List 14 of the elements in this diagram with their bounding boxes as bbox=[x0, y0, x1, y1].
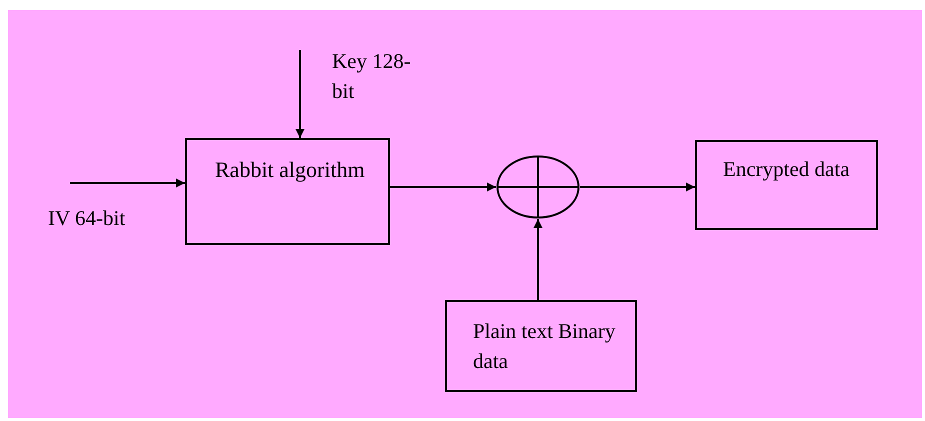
input-label: IV 64-bit bbox=[48, 205, 126, 232]
xor-circle bbox=[496, 155, 580, 219]
box-text: Rabbit algorithm bbox=[215, 156, 366, 184]
box-text: Encrypted data bbox=[723, 156, 851, 183]
input-label: Key 128-bit bbox=[332, 48, 412, 106]
box-text: Plain text Binary data bbox=[473, 318, 616, 376]
arrow bbox=[296, 50, 304, 138]
arrow bbox=[70, 178, 185, 188]
arrow bbox=[580, 182, 695, 192]
arrow bbox=[534, 219, 542, 300]
process-box bbox=[445, 300, 637, 392]
process-box bbox=[695, 140, 878, 230]
process-box bbox=[185, 138, 390, 245]
arrow bbox=[390, 182, 496, 192]
